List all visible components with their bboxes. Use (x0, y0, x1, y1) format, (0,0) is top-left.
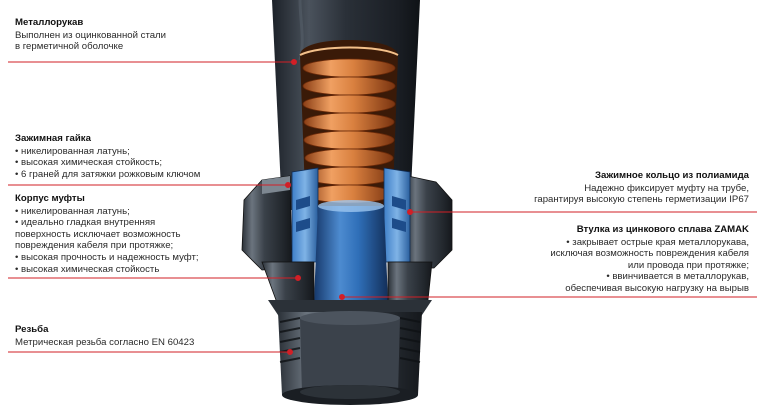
callout-koltso: Зажимное кольцо из полиамида Надежно фик… (534, 170, 749, 206)
callout-line: исключая возможность повреждения кабеля (550, 248, 749, 260)
callout-line: обеспечивая высокую нагрузку на вырыв (550, 283, 749, 295)
callout-title: Корпус муфты (15, 193, 199, 205)
callout-line: • 6 граней для затяжки рожковым ключом (15, 169, 200, 181)
callout-line: Метрическая резьба согласно EN 60423 (15, 337, 194, 349)
callout-title: Резьба (15, 324, 194, 336)
callout-korpus: Корпус муфты • никелированная латунь; • … (15, 193, 199, 275)
callout-line: • высокая химическая стойкость (15, 264, 199, 276)
thread-section (278, 311, 422, 405)
zamak-sleeve (314, 200, 388, 300)
callout-line: поверхность исключает возможность (15, 229, 199, 241)
callout-line: в герметичной оболочке (15, 41, 166, 53)
callout-line: • ввинчивается в металлорукав, (550, 271, 749, 283)
callout-vtulka: Втулка из цинкового сплава ZAMAK • закры… (550, 224, 749, 295)
callout-title: Зажимное кольцо из полиамида (534, 170, 749, 182)
callout-line: • закрывает острые края металлорукава, (550, 237, 749, 249)
callout-title: Металлорукав (15, 17, 166, 29)
callout-line: Выполнен из оцинкованной стали (15, 30, 166, 42)
callout-line: • идеально гладкая внутренняя (15, 217, 199, 229)
callout-line: • высокая прочность и надежность муфт; (15, 252, 199, 264)
callout-rezba: Резьба Метрическая резьба согласно EN 60… (15, 324, 194, 348)
callout-gaika: Зажимная гайка • никелированная латунь; … (15, 133, 200, 180)
callout-line: повреждения кабеля при протяжке; (15, 240, 199, 252)
callout-title: Втулка из цинкового сплава ZAMAK (550, 224, 749, 236)
callout-metallorukav: Металлорукав Выполнен из оцинкованной ст… (15, 17, 166, 53)
callout-line: • никелированная латунь; (15, 206, 199, 218)
callout-line: • никелированная латунь; (15, 146, 200, 158)
callout-line: • высокая химическая стойкость; (15, 157, 200, 169)
callout-line: или провода при протяжке; (550, 260, 749, 272)
callout-title: Зажимная гайка (15, 133, 200, 145)
callout-line: Надежно фиксирует муфту на трубе, (534, 183, 749, 195)
callout-line: гарантируя высокую степень герметизации … (534, 194, 749, 206)
